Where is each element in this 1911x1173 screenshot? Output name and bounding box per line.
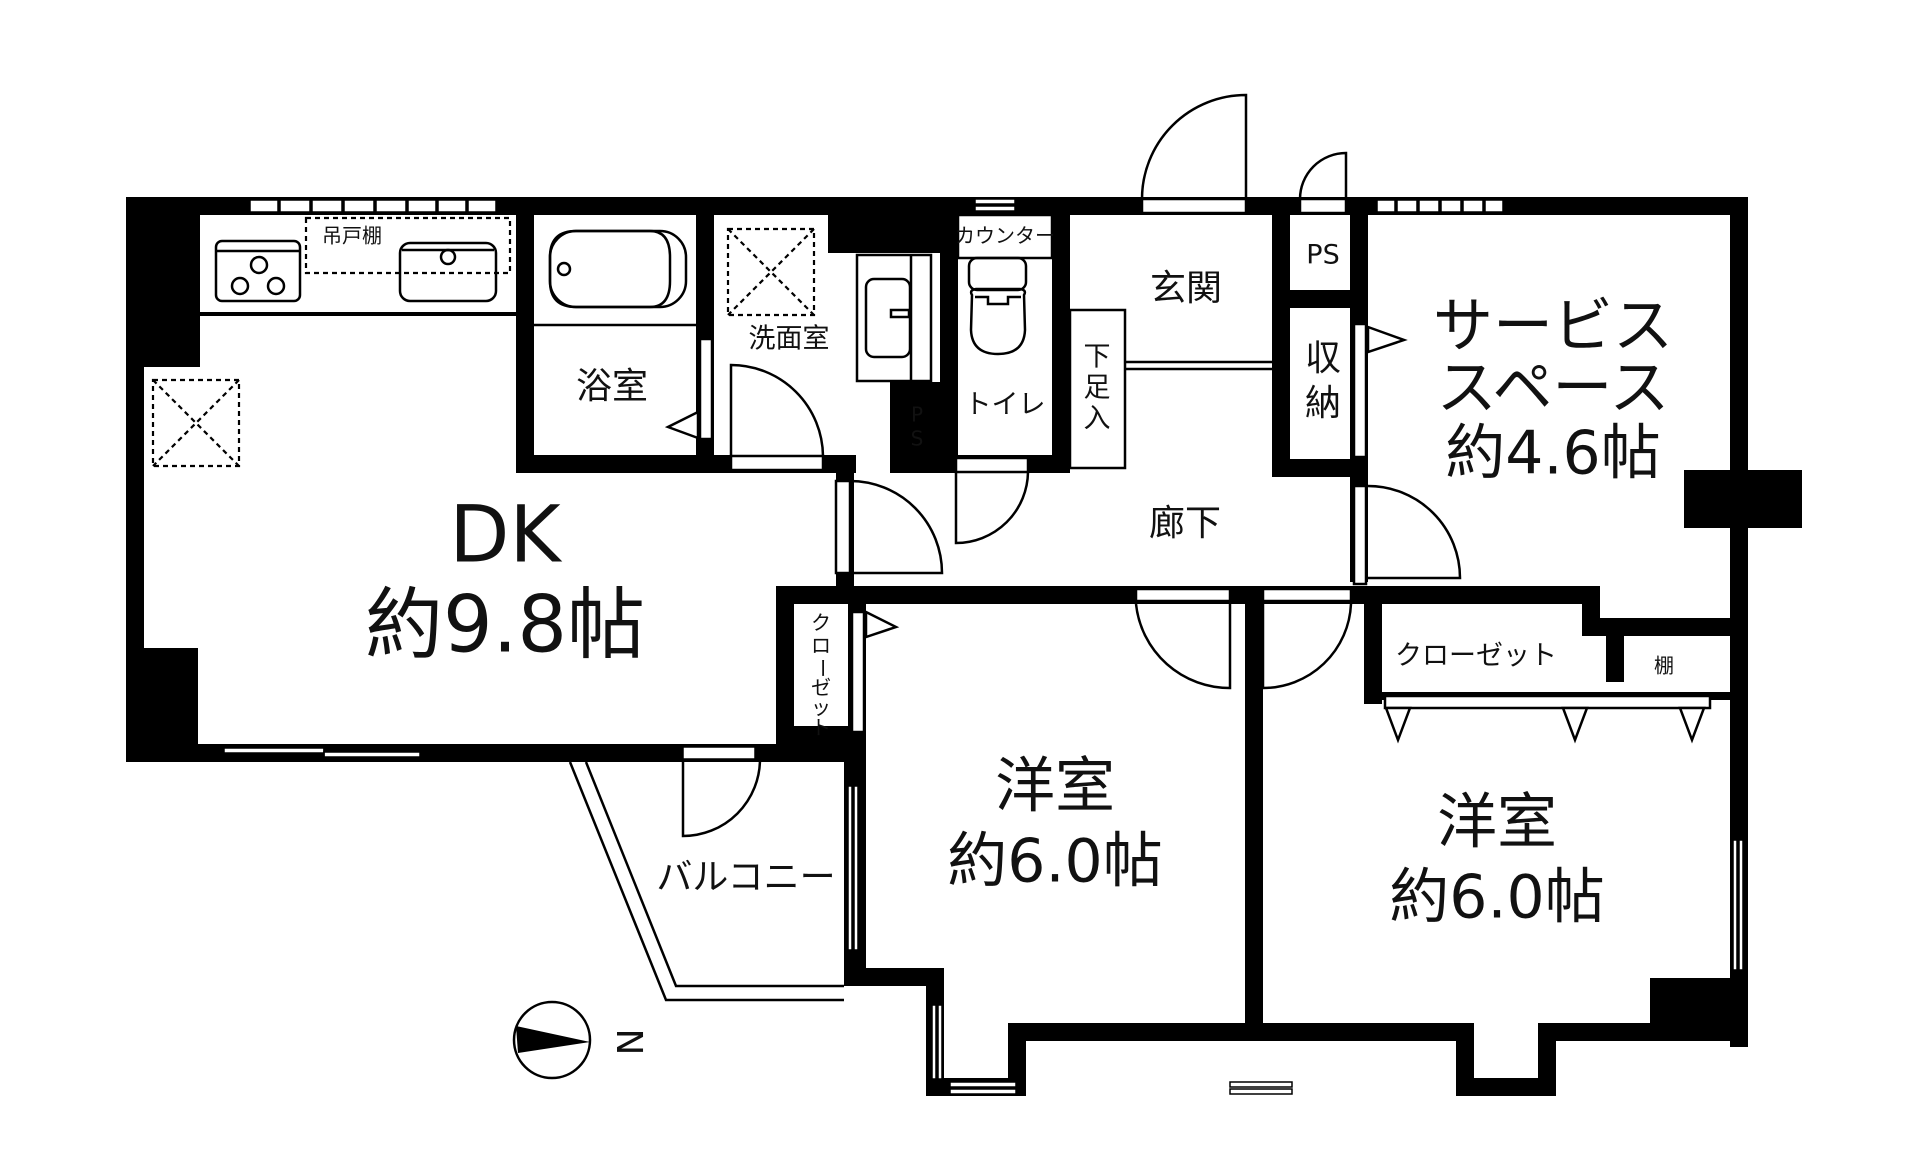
service-space-door[interactable] [1367, 484, 1462, 580]
entrance-label: 玄関 [1150, 268, 1222, 309]
north-arrow-icon [516, 1026, 590, 1053]
kitchen-window [249, 199, 497, 213]
balcony-railing [568, 761, 844, 1002]
ps-toilet-label-s: S [911, 427, 924, 451]
ventilation-icon [151, 378, 241, 468]
windows [223, 198, 1744, 1095]
ps-door[interactable] [1298, 151, 1348, 215]
balcony-label: バルコニー [656, 857, 835, 898]
closet-vertical-char-1: ク [811, 611, 831, 635]
shoe-cabinet [1068, 308, 1127, 470]
toilet-door[interactable] [954, 456, 1030, 545]
washroom-label: 洗面室 [749, 324, 830, 355]
closet-vertical-sliding-door [850, 610, 866, 734]
right-room-area: 約6.0帖 [1389, 863, 1604, 933]
hanging-cabinet-label: 吊戸棚 [322, 224, 382, 248]
service-space-name-line2: スペース [1437, 354, 1670, 424]
washroom-door[interactable] [729, 363, 825, 472]
dk-sliding-window [223, 747, 421, 758]
closet-sliding-door [1383, 694, 1712, 710]
toilet-label: トイレ [965, 390, 1046, 421]
storage-sliding-door [1352, 322, 1368, 459]
bathtub-icon [534, 229, 696, 327]
service-space-name-line1: サービス [1433, 292, 1673, 362]
closet-vertical-char-3: ー [811, 658, 835, 678]
bathroom-label: 浴室 [576, 366, 648, 407]
right-room-door[interactable] [1261, 587, 1353, 690]
ps-label: PS [1306, 240, 1339, 271]
washbasin-icon [855, 253, 933, 383]
washing-machine-icon [726, 227, 816, 317]
stove-icon [214, 239, 302, 303]
counter-label: カウンター [955, 224, 1055, 248]
storage-char-1: 収 [1305, 338, 1341, 379]
shoe-cabinet-char-2: 足 [1084, 373, 1111, 404]
center-room-door[interactable] [1134, 587, 1232, 690]
closet-vertical-char-5: ッ [811, 696, 831, 720]
balcony-door[interactable] [681, 758, 762, 838]
balcony-side-window [847, 785, 853, 951]
dk-room-area: 約9.8帖 [365, 580, 645, 670]
dk-door[interactable] [834, 479, 944, 575]
shoe-cabinet-char-3: 入 [1084, 404, 1111, 435]
compass: N [512, 1000, 649, 1080]
shelf-label: 棚 [1654, 654, 1674, 678]
front-door[interactable] [1140, 93, 1248, 215]
right-room-name: 洋室 [1437, 788, 1557, 858]
toilet-window [974, 198, 1016, 205]
balcony-door-frame [682, 746, 756, 760]
right-room-window [1229, 1081, 1293, 1088]
closet-vertical-char-6: ト [811, 716, 831, 740]
center-room-area: 約6.0帖 [947, 827, 1162, 897]
center-room-window [949, 1081, 1017, 1088]
right-room-side-window [1732, 839, 1738, 971]
closet-vertical-char-4: ゼ [811, 676, 831, 700]
center-room-name: 洋室 [995, 752, 1115, 822]
toilet-icon [967, 256, 1028, 356]
storage-char-2: 納 [1305, 383, 1341, 424]
fixtures [151, 213, 1712, 1002]
service-space-window [1376, 199, 1504, 213]
service-space-area: 約4.6帖 [1445, 419, 1660, 489]
ps-toilet-box [904, 396, 930, 455]
compass-north-label: N [608, 1029, 649, 1056]
dk-room-name: DK [449, 490, 562, 580]
shoe-cabinet-char-1: 下 [1084, 342, 1111, 373]
hallway-label: 廊下 [1149, 503, 1221, 544]
closet-vertical-char-2: ロ [811, 634, 831, 658]
hanging-cabinet-outline [304, 216, 512, 275]
ps-toilet-label-p: P [911, 403, 923, 427]
labels: DK 約9.8帖 吊戸棚 浴室 洗面室 カウンター トイレ P S 下 足 入 … [322, 224, 1674, 933]
closet-horizontal-label: クローゼット [1395, 641, 1557, 672]
doors [681, 93, 1462, 838]
bathroom-sliding-door [698, 337, 714, 441]
